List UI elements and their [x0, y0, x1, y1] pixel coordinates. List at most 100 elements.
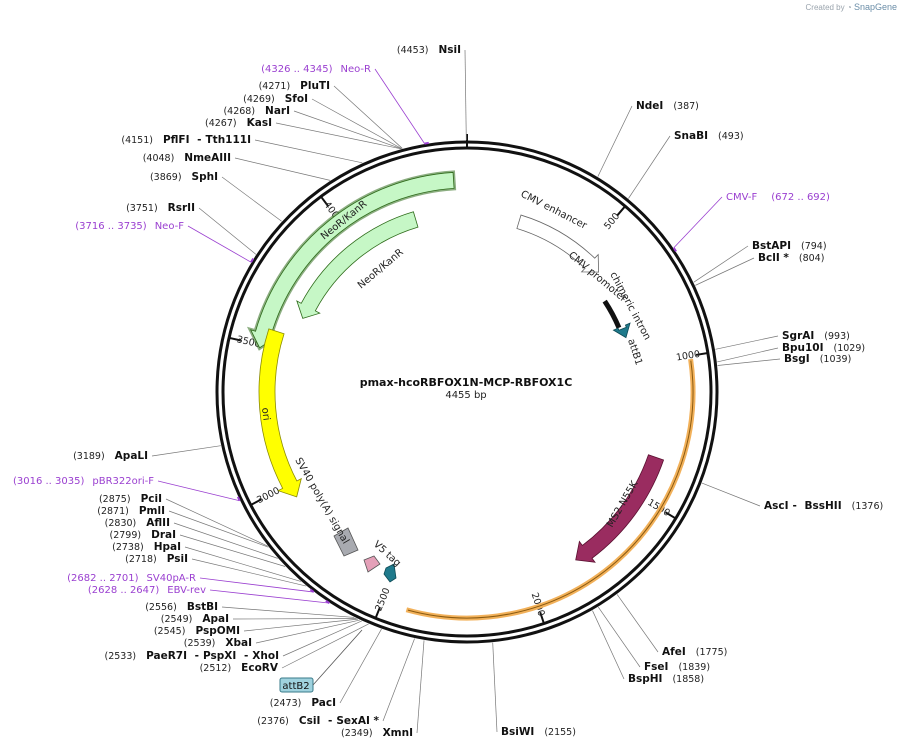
site-name: PciI [141, 493, 162, 505]
restriction-site-csii: SexAI *-CsiI(2376) [257, 715, 379, 727]
tick-label: 1000 [675, 349, 701, 364]
snapgene-logo-icon: ◔ [846, 3, 852, 12]
primer-name: EBV-rev [167, 585, 206, 596]
site-name: PaeR7I [146, 650, 187, 662]
primer-mark [672, 247, 677, 252]
site-name: ApaI [202, 613, 229, 625]
restriction-site-pmli: PmlI(2871) [97, 505, 165, 517]
primer-connector [209, 589, 330, 604]
primer-name: Neo-F [155, 221, 185, 232]
site-position: (2512) [200, 663, 232, 674]
site-name: AscI [764, 500, 789, 512]
site-name: SnaBI [674, 130, 708, 142]
site-connector [382, 638, 415, 722]
primer-range: (4326 .. 4345) [261, 64, 333, 75]
site-position: (2539) [184, 638, 216, 649]
site-position: (1858) [672, 674, 704, 685]
site-connector [151, 445, 221, 457]
primer-sv40pa-r: SV40pA-R(2682 .. 2701) [67, 573, 196, 584]
site-connector [293, 110, 402, 150]
primer-neo-r: Neo-R(4326 .. 4345) [261, 64, 371, 75]
restriction-site-apali: ApaLI(3189) [73, 450, 148, 462]
feature-ori [258, 328, 302, 498]
site-name: XbaI [225, 637, 252, 649]
site-name: NsiI [438, 44, 461, 56]
restriction-site-apai: ApaI(2549) [161, 613, 229, 625]
site-position: (993) [824, 331, 850, 342]
primer-name: CMV-F [726, 192, 757, 203]
site-name: BstBI [187, 601, 218, 613]
site-connector [191, 558, 307, 587]
site-connector [281, 623, 369, 669]
site-separator: - [197, 134, 201, 146]
site-name: AflII [146, 517, 170, 529]
feature-label-sv40: SV40 poly(A) signal [292, 456, 350, 546]
restriction-site-bcli: BclI *(804) [758, 252, 824, 264]
site-position: (1839) [678, 662, 710, 673]
restriction-site-hpai: HpaI (2738) [112, 541, 181, 553]
site-position: (2738) [112, 542, 144, 553]
site-name: NmeAIII [184, 152, 231, 164]
site-name: SgrAI [782, 330, 814, 342]
site-connector [695, 257, 755, 286]
site-separator: - [328, 715, 332, 727]
site-position: (3189) [73, 451, 105, 462]
primer-connector [157, 480, 240, 502]
site-connector [255, 619, 360, 644]
site-name: NdeI [636, 100, 663, 112]
site-connector [339, 628, 382, 704]
feature-attb2: attB2 [279, 629, 363, 693]
site-connector [464, 49, 467, 141]
site-name: SphI [192, 171, 218, 183]
site-connector [168, 510, 269, 548]
restriction-site-paer7i: XhoI-PspXI-PaeR7I(2533) [105, 650, 280, 662]
restriction-site-afei: AfeI(1775) [662, 646, 727, 658]
site-position: (1775) [696, 647, 728, 658]
site-position: (1039) [820, 354, 852, 365]
site-position: (2376) [257, 716, 289, 727]
feature-ms2-n55k [575, 454, 665, 563]
site-name: PflFI [163, 134, 190, 146]
site-connector [592, 610, 625, 680]
site-connector [717, 358, 781, 366]
primer-ebv-rev: EBV-rev(2628 .. 2647) [88, 585, 206, 596]
site-connector [184, 546, 301, 582]
tick-mark [320, 195, 329, 207]
site-name: EcoRV [241, 662, 279, 674]
site-connector [616, 594, 659, 653]
feature-orf-line [407, 360, 694, 619]
site-name: PsiI [167, 553, 188, 565]
site-labels: NdeI(387)SnaBI(493)BstAPI(794)BclI *(804… [13, 44, 883, 739]
site-name: FseI [644, 661, 668, 673]
feature-arrows [246, 170, 696, 621]
site-position: (2155) [544, 727, 576, 738]
site-separator: - [195, 650, 199, 662]
restriction-site-sgrai: SgrAI (993) [782, 330, 850, 342]
tick-mark [250, 498, 262, 506]
site-position: (4151) [121, 135, 153, 146]
site-position: (2830) [105, 518, 137, 529]
tick-mark [616, 205, 626, 216]
feature-neor-2 [296, 211, 419, 319]
watermark-brand: SnapGene [853, 2, 897, 12]
site-connector [179, 534, 286, 567]
site-position: (804) [799, 253, 825, 264]
site-connector [597, 105, 633, 177]
tick-mark [664, 511, 677, 520]
primer-cmv-f: CMV-F(672 .. 692) [726, 192, 830, 203]
site-position: (387) [673, 101, 699, 112]
site-name: HpaI [154, 541, 181, 553]
restriction-site-drai: DraI(2799) [110, 529, 176, 541]
restriction-site-bsphi: BspHI(1858) [628, 673, 704, 685]
site-connector [333, 85, 403, 149]
site-position: (2545) [154, 626, 186, 637]
site-name: PspXI [203, 650, 236, 662]
site-name: PmlI [139, 505, 165, 517]
plasmid-size: 4455 bp [445, 390, 486, 401]
site-connector [282, 620, 362, 657]
site-name: BsiWI [501, 726, 534, 738]
site-position: (1029) [834, 343, 866, 354]
primer-range: (2682 .. 2701) [67, 573, 139, 584]
site-name: XmnI [383, 727, 413, 739]
